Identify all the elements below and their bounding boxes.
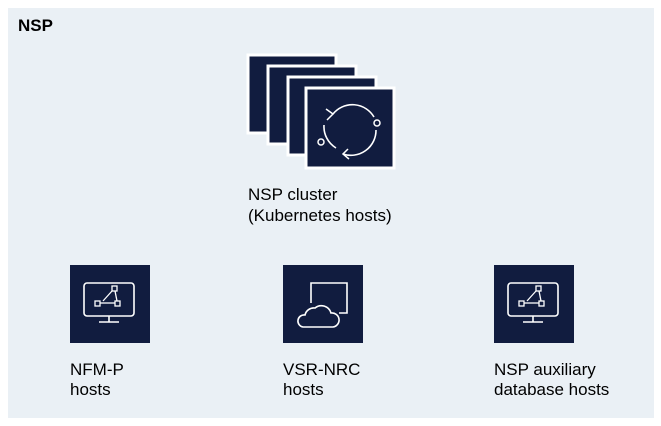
host-label-line1: VSR-NRC — [283, 360, 361, 379]
cluster-label-line2: (Kubernetes hosts) — [248, 206, 392, 225]
host-label-line2: hosts — [70, 380, 111, 399]
cloud-window-icon — [283, 265, 363, 343]
diagram-title: NSP — [18, 16, 53, 35]
host-label-line2: hosts — [283, 380, 324, 399]
host-label-line1: NSP auxiliary — [494, 360, 596, 379]
host-label-line2: database hosts — [494, 380, 610, 399]
cluster-label-line1: NSP cluster — [248, 185, 338, 204]
host-label-line1: NFM-P — [70, 360, 124, 379]
monitor-network-icon — [494, 265, 574, 343]
monitor-network-icon — [70, 265, 150, 343]
